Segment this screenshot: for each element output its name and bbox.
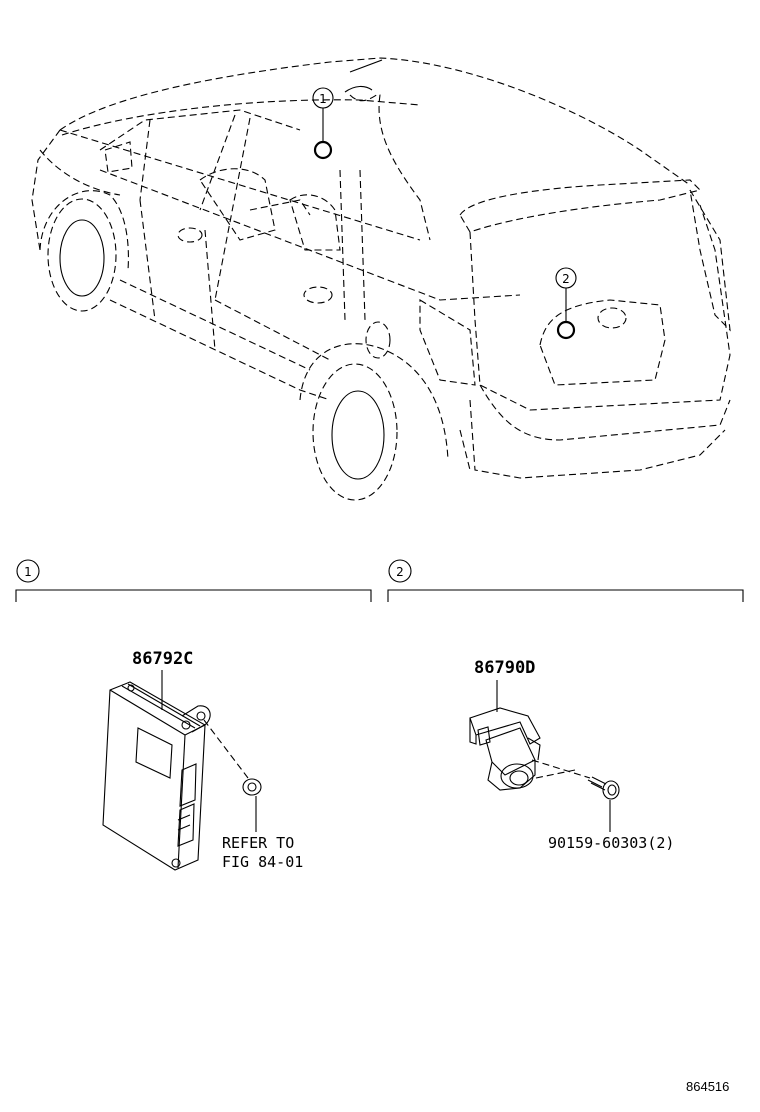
section-2-number: 2: [396, 565, 404, 579]
section-2-bubble: [388, 559, 412, 583]
ecu-part-group: 86792C REFER: [102, 649, 303, 871]
reference-line-2: FIG 84-01: [222, 853, 303, 871]
nut-icon: [242, 778, 262, 796]
ecu-location-marker: [313, 140, 333, 160]
camera-location-marker: [556, 320, 576, 340]
section-2-header: 2: [387, 559, 744, 602]
car-illustration: 1 2: [31, 57, 731, 501]
section-1-number: 1: [24, 565, 32, 579]
part-number-86790d: 86790D: [474, 658, 535, 678]
section-1-bubble: [16, 559, 40, 583]
reference-line-1: REFER TO: [222, 834, 294, 852]
callout-1-label: 1: [319, 92, 327, 106]
part-number-90159-60303: 90159-60303(2): [548, 834, 674, 852]
figure-code: 864516: [686, 1079, 729, 1094]
callout-2-label: 2: [562, 272, 570, 286]
camera-part-group: 86790D 90159-60303(2): [469, 658, 674, 852]
camera-module: [469, 707, 541, 791]
section-1-header: 1: [15, 559, 372, 602]
screw-icon: [587, 776, 620, 800]
ecu-module: [102, 681, 211, 871]
part-number-86792c: 86792C: [132, 649, 193, 669]
